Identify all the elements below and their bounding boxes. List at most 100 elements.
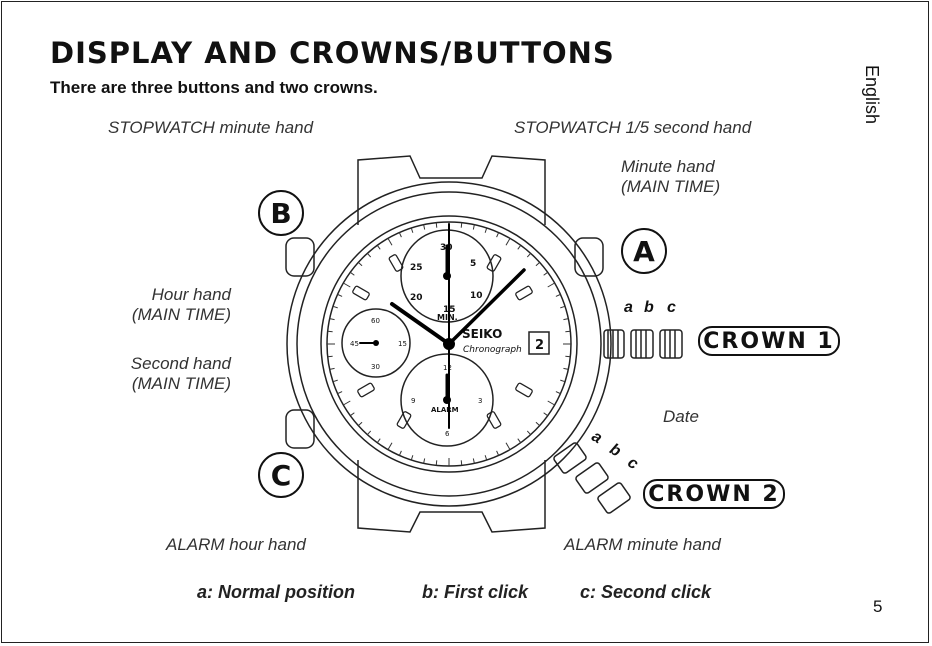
minute-tick [526, 253, 532, 258]
legend-second-click: c: Second click [580, 582, 712, 602]
date-window [528, 331, 550, 355]
crown-2-stem [553, 442, 631, 514]
date-value: 2 [535, 338, 544, 353]
minute-tick [423, 224, 426, 230]
minute-tick [337, 293, 343, 297]
minute-tick [563, 367, 569, 370]
label-hour-hand: Hour hand [151, 285, 231, 304]
minute-tick [526, 430, 532, 435]
case-upper [357, 155, 546, 225]
hour-indexes [352, 254, 533, 429]
minute-tick [366, 253, 372, 258]
minute-tick [343, 282, 351, 288]
minute-tick [350, 271, 355, 276]
dial-model: Chronograph [463, 345, 522, 355]
subdial-top-25: 25 [410, 263, 423, 273]
minute-tick [435, 460, 438, 466]
subdial-left-pin [373, 340, 379, 346]
minute-tick [555, 391, 561, 395]
dial-outer [320, 215, 578, 473]
minute-tick [543, 412, 548, 417]
minute-tick [337, 391, 343, 395]
subdial-bottom-9: 9 [411, 397, 415, 405]
label-date: Date [663, 407, 699, 426]
minute-tick [472, 458, 475, 464]
minute-tick [484, 455, 488, 461]
minute-tick [563, 318, 569, 321]
minute-tick [547, 282, 555, 288]
minute-tick [535, 421, 540, 427]
minute-tick [387, 442, 393, 450]
button-b-body [285, 237, 315, 277]
minute-tick [560, 305, 566, 309]
crown-1-pos-b: b [644, 299, 654, 316]
subdial-bottom-6: 6 [445, 430, 450, 438]
crown-1-stem [603, 329, 683, 359]
button-c-body [285, 409, 315, 449]
minute-tick [460, 460, 463, 466]
label-minute-hand-sub: (MAIN TIME) [621, 177, 721, 196]
minute-tick [496, 450, 500, 456]
subdial-bottom-12: 12 [443, 364, 452, 372]
minute-tick [329, 318, 335, 321]
minute-tick [460, 222, 463, 228]
button-c-marker: C [258, 452, 304, 498]
button-b-marker: B [258, 190, 304, 236]
minute-tick [332, 379, 338, 383]
minute-tick [472, 224, 475, 230]
minute-tick [555, 293, 561, 297]
minute-tick [505, 238, 511, 246]
minute-tick [358, 261, 363, 267]
subdial-top [400, 229, 494, 323]
page-number: 5 [873, 597, 883, 616]
minute-tick [517, 245, 522, 250]
subdial-left [341, 308, 411, 378]
page-title: DISPLAY AND CROWNS/BUTTONS [50, 36, 615, 70]
crown-1-pos-c: c [667, 299, 676, 316]
crown-1-label: CROWN 1 [698, 326, 840, 356]
crown-2-label: CROWN 2 [643, 479, 785, 509]
label-minute-hand: Minute hand [621, 157, 715, 176]
minute-tick [329, 367, 335, 370]
minute-tick [547, 400, 555, 406]
minute-tick [565, 330, 571, 333]
legend-normal-position: a: Normal position [197, 582, 356, 602]
hour-hand-main [390, 302, 451, 346]
minute-tick [535, 261, 540, 267]
subdial-top-pin [443, 272, 451, 280]
minute-tick [435, 222, 438, 228]
subdial-left-15: 15 [398, 340, 407, 348]
dial-brand: SEIKO [462, 327, 502, 341]
minute-tick [327, 330, 333, 333]
page-subtitle: There are three buttons and two crowns. [50, 78, 378, 97]
subdial-bottom-label: ALARM [431, 406, 459, 414]
bezel-outer [286, 181, 612, 507]
minute-tick [376, 438, 381, 443]
minute-tick [496, 232, 500, 238]
minute-tick [350, 412, 355, 417]
case-lower [357, 460, 546, 533]
legend-first-click: b: First click [422, 582, 529, 602]
minute-tick [387, 238, 393, 246]
minute-tick [410, 455, 414, 461]
minute-tick [517, 438, 522, 443]
minute-tick [565, 355, 571, 358]
button-a-marker: A [621, 228, 667, 274]
minute-tick [398, 450, 402, 456]
minute-tick [376, 245, 381, 250]
subdial-left-60: 60 [371, 317, 380, 325]
subdial-bottom-pin [443, 396, 451, 404]
label-second-hand-sub: (MAIN TIME) [131, 374, 231, 393]
label-second-hand: Second hand [130, 354, 231, 373]
label-stopwatch-minute: STOPWATCH minute hand [108, 118, 314, 137]
minute-tick [560, 379, 566, 383]
subdial-left-45: 45 [350, 340, 359, 348]
label-stopwatch-fifth: STOPWATCH 1/5 second hand [514, 118, 752, 137]
subdial-top-label: MIN. [437, 313, 458, 322]
minute-tick [423, 458, 426, 464]
minute-tick [543, 271, 548, 276]
subdial-top-10: 10 [470, 291, 483, 301]
button-a-body [574, 237, 604, 277]
